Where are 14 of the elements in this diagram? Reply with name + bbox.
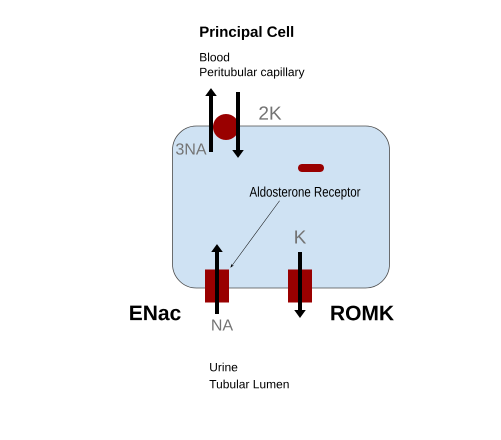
- region-label: Urine: [210, 362, 238, 372]
- ion-label: NA: [212, 320, 234, 330]
- channel-label: ROMK: [331, 306, 394, 320]
- title: Principal Cell: [200, 26, 294, 40]
- receptor-label: Aldosterone Receptor: [250, 186, 360, 200]
- region-label: Tubular Lumen: [209, 380, 289, 388]
- ion-label: K: [295, 230, 306, 244]
- ion-label: 3NA: [176, 143, 207, 155]
- cell-box: [172, 126, 390, 288]
- leader-line: [230, 200, 280, 268]
- region-label: Peritubular capillary: [200, 67, 305, 79]
- region-label: Blood: [200, 52, 230, 62]
- channel-label: ENac: [130, 306, 181, 320]
- ion-label: 2K: [259, 106, 282, 120]
